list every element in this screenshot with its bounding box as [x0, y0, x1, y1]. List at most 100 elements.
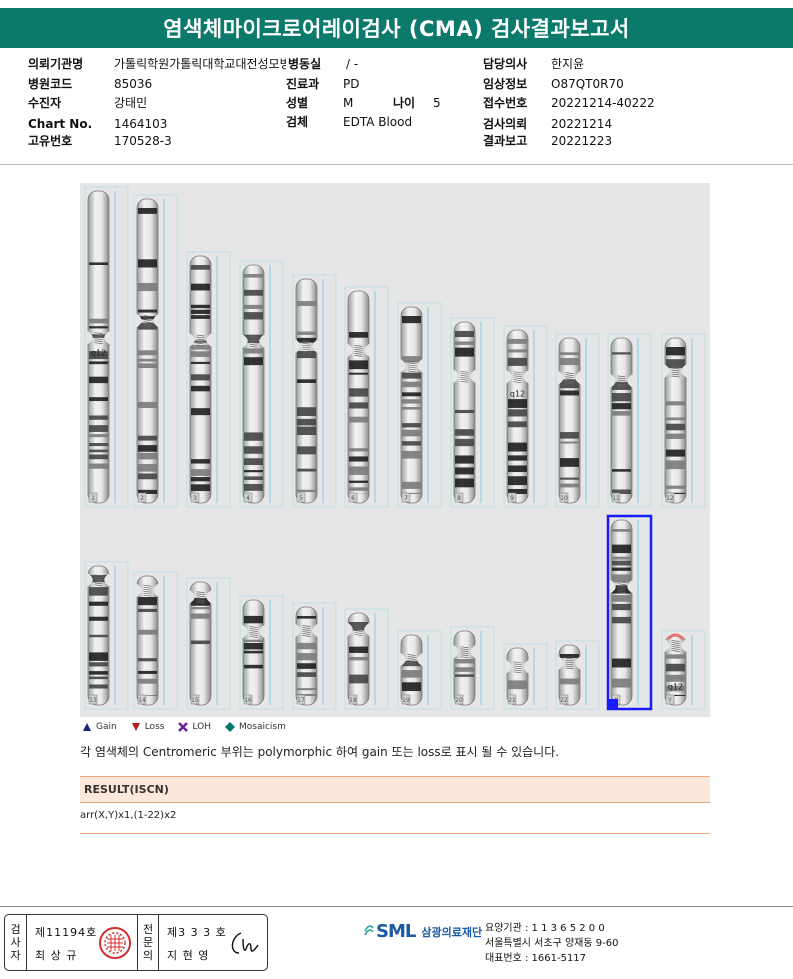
age-row: 나이 5: [393, 95, 441, 111]
centromere-hatch: [354, 345, 363, 347]
chromosome-band: [297, 418, 316, 426]
chromosome-band: [297, 407, 316, 416]
centromere-right: [523, 659, 529, 674]
centromere-left: [189, 332, 195, 347]
chromosome-frame: [239, 260, 284, 508]
chromosome-13: 13: [84, 561, 129, 710]
centromere-hatch: [94, 582, 103, 585]
chromosome-band: [89, 425, 108, 432]
chromosome-band: [402, 381, 421, 388]
centromere-hatch: [460, 376, 469, 379]
chromosome-band: [244, 476, 263, 480]
chromosome-band: [244, 432, 263, 441]
chromosome-number: 22: [560, 697, 568, 704]
chromosome-X: X: [607, 515, 652, 710]
chromosome-band: [244, 348, 263, 354]
centromere-hatch: [354, 634, 363, 636]
chromosome-band: [89, 351, 108, 360]
x-chromosome-tag: [608, 699, 618, 709]
request-value: 20221214: [551, 117, 613, 131]
centromere-hatch: [143, 321, 152, 323]
centromere-hatch: [302, 633, 311, 635]
chromosome-band: [455, 331, 474, 337]
chromosome-number-box: [454, 694, 464, 705]
centromere-hatch: [460, 652, 469, 655]
chromosome-7: 7: [397, 302, 442, 508]
chromosome-body: [87, 190, 110, 504]
centromere-hatch: [617, 379, 626, 382]
centromere-hatch: [249, 343, 258, 346]
chromosome-body: [558, 644, 581, 706]
chromosome-band: [191, 315, 210, 319]
sml-logo-text: SML: [376, 921, 416, 942]
chromosome-band: [666, 685, 685, 692]
chromosome-number-box: [243, 694, 253, 705]
footer-divider: [0, 906, 793, 907]
name-value: 강태민: [114, 96, 148, 110]
centromere-hatch: [302, 350, 311, 353]
chromosome-band: [666, 674, 685, 682]
centromere-hatch: [617, 591, 626, 593]
centromere-hatch: [407, 362, 416, 365]
chromosome-band: [89, 434, 108, 438]
centromere-right: [523, 369, 529, 384]
chromosome-band: [612, 574, 631, 583]
centromere-hatch: [617, 377, 626, 380]
chromosome-band: [244, 615, 263, 624]
chromosome-band: [191, 283, 210, 291]
chromosome-band: [244, 639, 263, 642]
chromosome-band: [244, 664, 263, 669]
chromosome-band: [612, 595, 631, 602]
centromere-hatch: [407, 360, 416, 363]
chromosome-band: [191, 265, 210, 270]
centromere-left: [242, 334, 248, 349]
chromosome-frame: [133, 571, 178, 710]
centromere-right: [259, 334, 265, 349]
centromere-hatch: [143, 319, 152, 321]
result-divider: [80, 833, 710, 834]
chromosome-band: [244, 274, 263, 278]
chromosome-band: [138, 445, 157, 452]
chromosome-band: [297, 489, 316, 493]
chromosome-band: [297, 693, 316, 696]
centromere-hatch: [249, 339, 258, 342]
centromere-hatch: [671, 369, 680, 372]
chromosome-band: [349, 487, 368, 491]
report-label: 결과보고: [483, 134, 528, 148]
centromere-hatch: [94, 340, 103, 342]
centromere-hatch: [671, 640, 680, 642]
chromosome-18: 18: [344, 608, 389, 710]
chromosome-band: [138, 597, 157, 606]
request-row: 검사의뢰 20221214: [483, 116, 612, 132]
ward-value: / -: [346, 57, 359, 71]
chromosome-band: [560, 390, 579, 396]
centromere-hatch: [513, 669, 522, 672]
clinical-value: O87QT0R70: [551, 77, 624, 91]
chromosome-band: [138, 350, 157, 356]
chromosome-band: [612, 529, 631, 532]
centromere-hatch: [617, 375, 626, 378]
centromere-right: [627, 373, 633, 388]
centromere-right: [312, 339, 318, 354]
chromosome-frame: [661, 630, 706, 710]
specialist-license: 제3 3 3 호: [167, 926, 227, 939]
chromosome-frame: [661, 333, 706, 508]
centromere-hatch: [94, 578, 103, 581]
uid-label: 고유번호: [28, 134, 73, 148]
chromosome-number-box: [559, 492, 569, 503]
chromosome-band: [191, 361, 210, 364]
chromosome-number: 16: [244, 697, 252, 704]
centromere-hatch: [407, 656, 416, 658]
triangle-up-icon: [83, 723, 91, 731]
centromere-right: [104, 572, 110, 587]
centromere-hatch: [249, 341, 258, 344]
centromere-hatch: [302, 340, 311, 343]
centromere-hatch: [196, 338, 205, 341]
hospital-label: 의뢰기관명: [28, 57, 84, 71]
chromosome-band: [297, 301, 316, 306]
request-label: 검사의뢰: [483, 117, 528, 131]
